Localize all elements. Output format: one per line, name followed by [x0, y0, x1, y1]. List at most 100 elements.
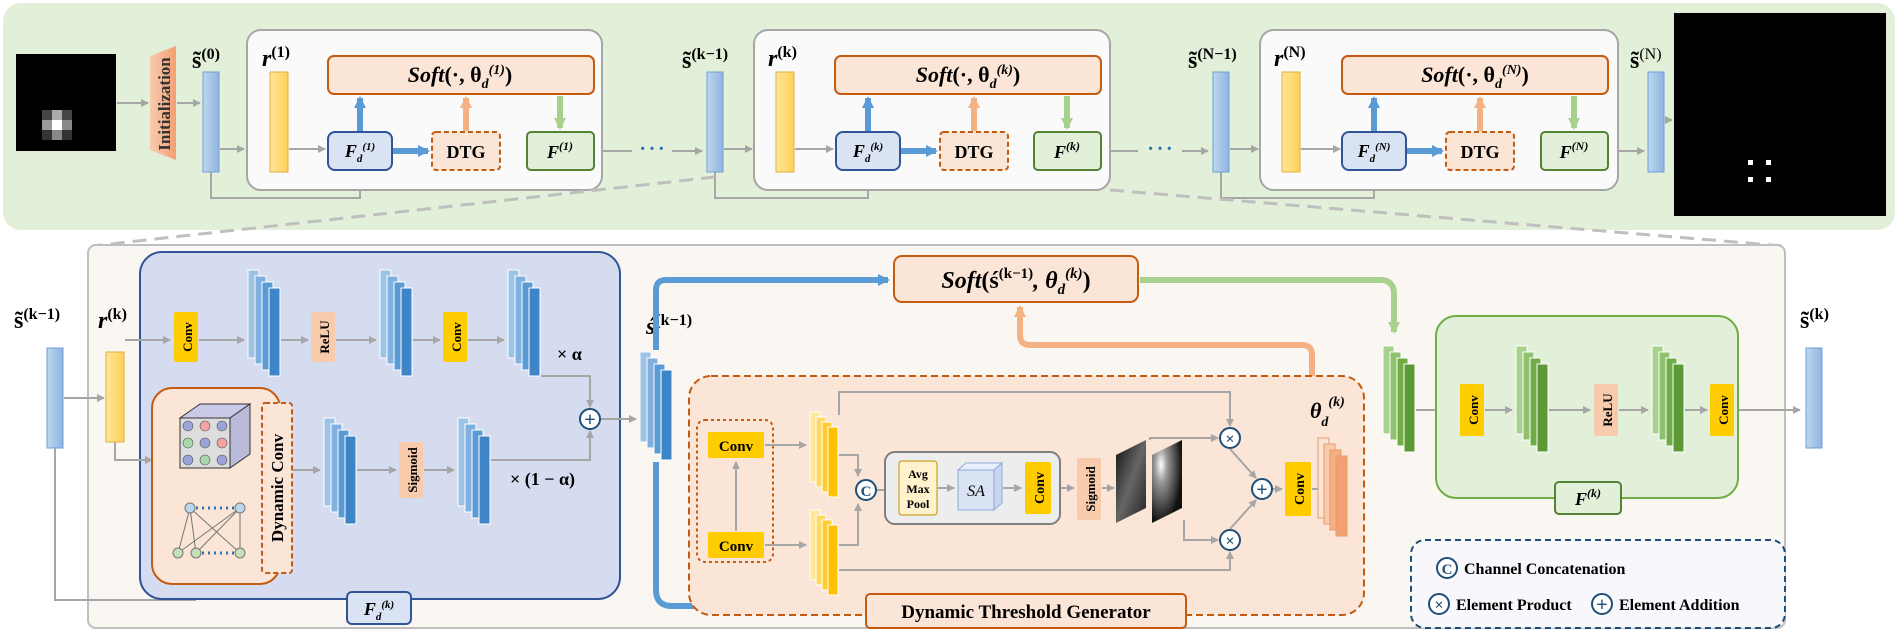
- s-acute-stack: [639, 351, 673, 461]
- legend-product: Element Product: [1456, 597, 1572, 614]
- conv-top-2: [443, 312, 467, 362]
- svg-text:×: ×: [1225, 431, 1234, 448]
- fd-box-1: [327, 131, 393, 171]
- svg-text:Conv: Conv: [449, 322, 464, 352]
- svg-text:s̃(N): s̃(N): [1630, 46, 1662, 74]
- svg-text:F(1): F(1): [546, 139, 573, 162]
- output-image: [1674, 13, 1886, 216]
- stage-n: r(N) Soft(·, θd(N)) Fd(N) DTG F(N): [1259, 29, 1619, 191]
- avg-max-pool-box: [898, 460, 938, 516]
- svg-text:+: +: [584, 409, 595, 431]
- svg-text:F(k): F(k): [1053, 139, 1080, 162]
- fd-label-box: [346, 591, 412, 625]
- sigmoid-dtg: [1077, 458, 1101, 520]
- svg-text:s̃(k−1): s̃(k−1): [682, 46, 728, 74]
- feature-stack-5: [457, 417, 491, 525]
- svg-text:Sigmoid: Sigmoid: [1083, 465, 1098, 511]
- svg-text:s̃(k): s̃(k): [1800, 306, 1829, 334]
- svg-text:Conv: Conv: [719, 439, 754, 455]
- relu-ft: [1594, 384, 1618, 436]
- times-one-minus-alpha-label: × (1 − α): [510, 469, 575, 490]
- svg-text:Sigmoid: Sigmoid: [405, 446, 420, 492]
- svg-text:DTG: DTG: [446, 142, 485, 162]
- green-stack-2: [1651, 345, 1685, 453]
- sN-block: [1647, 71, 1665, 173]
- svg-text:F(N): F(N): [1559, 139, 1589, 162]
- soft-box-detail: [893, 255, 1139, 303]
- feature-stack-1: [247, 269, 281, 377]
- svg-text:Conv: Conv: [1466, 395, 1481, 425]
- sa-block: SA: [956, 461, 1004, 512]
- svg-text:Avg: Avg: [908, 467, 928, 481]
- feature-stack-3: [507, 269, 541, 377]
- svg-text:Soft(·, θd(1)): Soft(·, θd(1)): [408, 62, 513, 92]
- svg-text:r(k): r(k): [768, 44, 797, 72]
- initialization-label: Initialization: [155, 57, 174, 151]
- theta-label: θd(k): [1310, 395, 1345, 430]
- svg-text:s̃(N−1): s̃(N−1): [1188, 46, 1237, 74]
- green-stack-1: [1515, 345, 1549, 453]
- conv-dtg-lower: [708, 532, 764, 558]
- times-alpha-label: × α: [557, 344, 582, 364]
- svg-text:Dynamic Threshold Generator: Dynamic Threshold Generator: [901, 602, 1151, 623]
- svg-text:Dynamic Conv: Dynamic Conv: [268, 433, 287, 542]
- svg-text:Soft(·, θd(N)): Soft(·, θd(N)): [1421, 62, 1529, 92]
- sk1-block: [706, 71, 724, 173]
- add-circle-2: [1251, 478, 1273, 500]
- dtg-region: Dynamic Threshold Generator Conv Conv: [688, 375, 1365, 629]
- svg-text:Max: Max: [906, 482, 929, 496]
- ft-box-1: [526, 131, 595, 171]
- svg-text:Conv: Conv: [719, 539, 754, 555]
- conv-ft-2: [1710, 384, 1734, 436]
- stage-k: r(k) Soft(·, θd(k)) Fd(k) DTG F(k): [753, 29, 1111, 191]
- svg-text:ś(k−1): ś(k−1): [645, 312, 692, 340]
- conv-dtg-upper: [708, 432, 764, 458]
- s0-label: s̃(0): [192, 46, 220, 74]
- svg-text:Soft(ś(k−1), θd(k)): Soft(ś(k−1), θd(k)): [941, 266, 1090, 298]
- svg-text:Soft(·, θd(k)): Soft(·, θd(k)): [916, 62, 1021, 92]
- svg-text:s̃(k−1): s̃(k−1): [14, 306, 60, 334]
- legend-concat: Channel Concatenation: [1464, 561, 1625, 578]
- attention-maps: [1116, 440, 1182, 523]
- conv-pair-box: [696, 419, 774, 563]
- svg-text:Pool: Pool: [907, 497, 930, 511]
- svg-text:DTG: DTG: [1460, 142, 1499, 162]
- fd-region: Fd(k) Conv ReLU: [114, 251, 621, 625]
- add-circle-1: [579, 408, 601, 430]
- svg-text:Fd(1): Fd(1): [344, 141, 375, 165]
- s0-block: [202, 71, 220, 173]
- green-stack-input: [1382, 345, 1416, 453]
- relu-top: [311, 312, 335, 362]
- yellow-stack-upper: [809, 411, 839, 498]
- legend: C Channel Concatenation × Element Produc…: [1410, 539, 1786, 629]
- conv-sa: [1025, 462, 1051, 514]
- conv-dtg-out: [1285, 462, 1311, 516]
- dots-1: ···: [638, 134, 666, 165]
- stage-1: r(1) Soft(·, θd(1)) Fd(1) DTG F(1): [246, 29, 603, 191]
- svg-text:×: ×: [1434, 597, 1443, 614]
- svg-text:+: +: [1256, 479, 1267, 501]
- input-image: [16, 54, 116, 151]
- feature-stack-2: [379, 269, 413, 377]
- svg-text:C: C: [861, 484, 872, 500]
- svg-text:F(k): F(k): [1574, 486, 1601, 509]
- svg-text:Conv: Conv: [1716, 395, 1731, 425]
- svg-text:Fd(k): Fd(k): [852, 141, 883, 165]
- mini-network-icon: [172, 502, 246, 559]
- initialization-block: Initialization: [150, 46, 176, 160]
- svg-text:C: C: [1442, 562, 1453, 578]
- zoom-line-left: [91, 175, 716, 248]
- dynamic-conv-label-box: [261, 402, 293, 574]
- soft-box-1: [327, 55, 595, 95]
- ft-region: F(k) Conv ReLU Conv: [1435, 315, 1739, 515]
- sN1-block: [1212, 71, 1230, 173]
- svg-text:ReLU: ReLU: [317, 320, 332, 354]
- feature-stack-4: [323, 417, 357, 525]
- svg-text:×: ×: [1225, 533, 1234, 550]
- ft-label-box: [1554, 481, 1622, 515]
- r-block: [105, 351, 125, 443]
- stage-detail: s̃(k−1) r(k) Fd(k) Conv: [14, 244, 1829, 629]
- svg-text:Fd(k): Fd(k): [363, 599, 394, 623]
- svg-text:SA: SA: [967, 483, 985, 500]
